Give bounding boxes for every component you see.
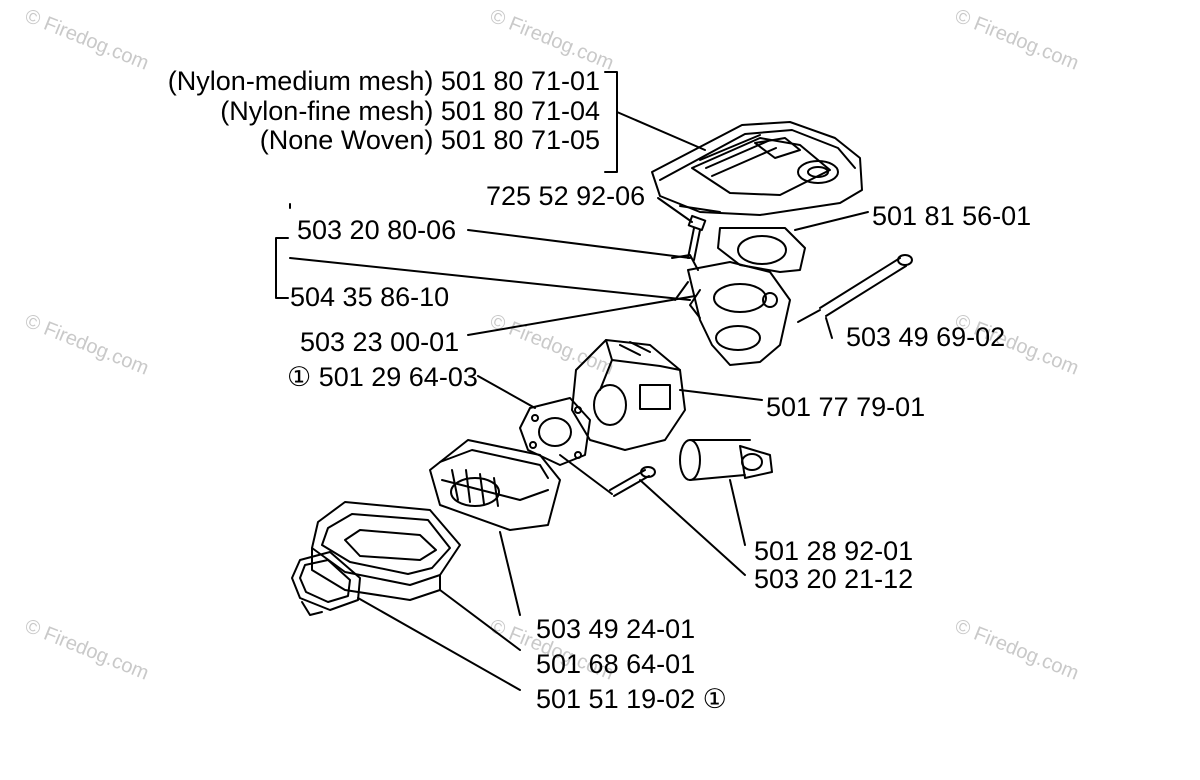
label-501-81-56-01: 501 81 56-01 — [872, 201, 1032, 231]
label-501-51-19-02: 501 51 19-02 ① — [536, 684, 727, 714]
label-504-35-86-10: 504 35 86-10 — [290, 282, 450, 312]
carburettor-501-77-79-01 — [571, 339, 763, 451]
gasket-501-81-56-01 — [717, 211, 869, 273]
gasket-501-29-64-03 — [477, 375, 591, 466]
rod-503-49-69-02 — [797, 254, 913, 339]
label-725-52-92-06: 725 52 92-06 — [486, 181, 646, 211]
label-503-49-69-02: 503 49 69-02 — [846, 322, 1006, 352]
label-501-68-64-01: 501 68 64-01 — [536, 649, 696, 679]
leader-503-23-00-01 — [467, 295, 696, 336]
leader-504-35-86-10 — [289, 257, 691, 301]
label-nylon-medium-mesh: (Nylon-medium mesh) 501 80 71-01 — [167, 66, 600, 96]
label-503-20-21-12: 503 20 21-12 — [754, 564, 914, 594]
leader-filter — [616, 111, 706, 151]
leader-503-20-80-06 — [467, 229, 691, 259]
stud-group-bracket — [275, 203, 291, 299]
label-503-23-00-01: 503 23 00-01 — [300, 327, 460, 357]
label-503-49-24-01: 503 49 24-01 — [536, 614, 696, 644]
carburettor-holder — [687, 261, 791, 366]
filter-group-bracket — [604, 71, 618, 173]
label-none-woven: (None Woven) 501 80 71-05 — [259, 125, 600, 155]
label-503-20-80-06: 503 20 80-06 — [297, 215, 457, 245]
screw-725-52-92-06 — [657, 197, 707, 261]
screw-503-20-21-12 — [559, 454, 746, 576]
air-filter-cover — [651, 121, 863, 216]
label-nylon-fine-mesh: (Nylon-fine mesh) 501 80 71-04 — [220, 96, 600, 126]
tube-501-28-92-01 — [679, 439, 773, 546]
label-501-28-92-01: 501 28 92-01 — [754, 536, 914, 566]
holder-connector — [671, 254, 699, 301]
filter-frame-501-68-64-01 — [311, 501, 521, 651]
label-501-77-79-01: 501 77 79-01 — [766, 392, 926, 422]
gasket-501-51-19-02 — [291, 551, 521, 691]
label-501-29-64-03: ① 501 29 64-03 — [287, 362, 478, 392]
filter-support-503-49-24-01 — [429, 439, 561, 616]
